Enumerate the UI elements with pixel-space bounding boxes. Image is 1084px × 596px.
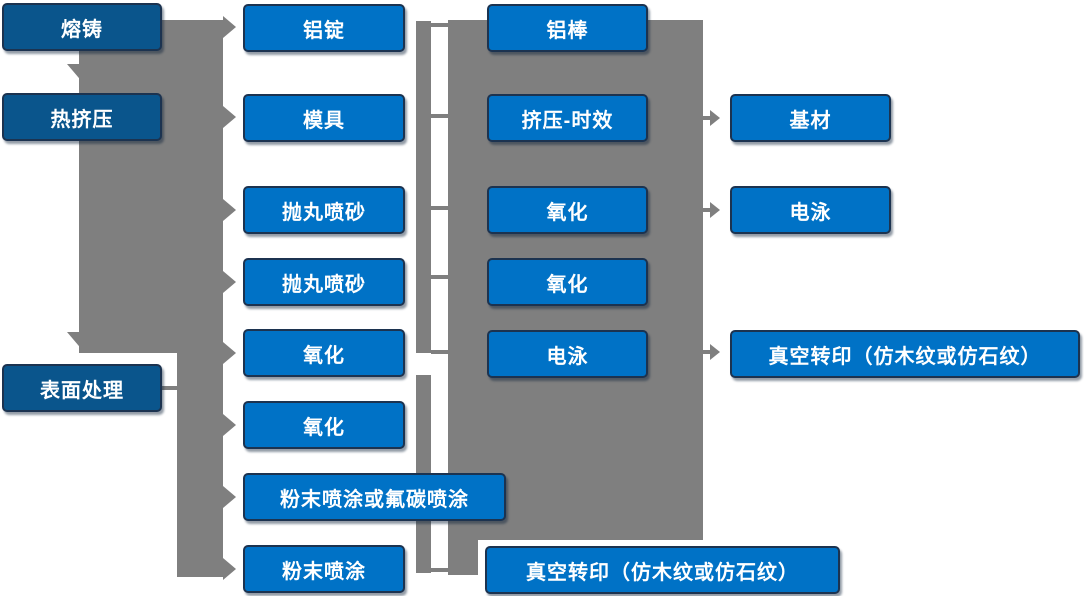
- arrow-shaft-to-jicai: [701, 116, 711, 120]
- arrow-to-muju-icon: [223, 106, 236, 128]
- tie-line-yanghua1: [431, 206, 449, 210]
- node-fenmo-futan: 粉末喷涂或氟碳喷涂: [243, 473, 506, 521]
- tie-line-lubang: [416, 23, 449, 27]
- arrow-to-yanghua-c2-2-icon: [223, 414, 236, 436]
- node-biaomianchuli: 表面处理: [2, 364, 162, 412]
- arrow-to-zhenkong-right-icon: [710, 344, 720, 360]
- node-rejiya: 热挤压: [2, 93, 162, 141]
- surface-treatment-stub-line: [162, 386, 178, 390]
- node-yanghua-c2-2: 氧化: [243, 401, 405, 449]
- node-yanghua-c3-2: 氧化: [487, 258, 648, 306]
- node-dianyong-c4: 电泳: [730, 186, 891, 234]
- arrow-to-fenmo-icon: [223, 558, 236, 580]
- node-jicai: 基材: [730, 94, 891, 142]
- node-muju: 模具: [243, 94, 405, 142]
- node-rongzhu: 熔铸: [2, 3, 162, 51]
- arrow-to-dianyong-c4-icon: [710, 202, 720, 218]
- arrow-shaft-to-zhenkong-right: [701, 350, 711, 354]
- tie-line-zhenkong-bottom: [431, 568, 449, 572]
- node-paowan1: 抛丸喷砂: [243, 186, 405, 234]
- left-connector-band: [79, 20, 223, 353]
- node-fenmo: 粉末喷涂: [243, 545, 405, 593]
- tie-line-dianyong: [431, 350, 449, 354]
- node-yanghua-c3-1: 氧化: [487, 186, 648, 234]
- arrow-to-fenmo-futan-icon: [223, 486, 236, 508]
- arrow-down-to-rejiya-icon: [67, 64, 101, 84]
- node-paowan2: 抛丸喷砂: [243, 258, 405, 306]
- arrow-to-luding-icon: [223, 16, 236, 38]
- tie-line-jiya: [431, 114, 449, 118]
- tie-line-yanghua2: [431, 275, 449, 279]
- node-yanghua-c2-1: 氧化: [243, 329, 405, 377]
- arrow-shaft-to-dianyong-c4: [701, 208, 711, 212]
- node-luding: 铝锭: [243, 4, 405, 52]
- mid-connector-bar-upper: [416, 21, 431, 353]
- left-lower-connector-bar: [177, 353, 223, 577]
- arrow-to-paowan2-icon: [223, 271, 236, 293]
- node-dianyong-c3: 电泳: [487, 330, 648, 378]
- arrow-down-to-biaomianchuli-icon: [67, 332, 101, 352]
- arrow-to-paowan1-icon: [223, 199, 236, 221]
- node-jiya-shixiao: 挤压-时效: [487, 94, 648, 142]
- right-connector-band-tail: [448, 540, 478, 575]
- node-lubang: 铝棒: [487, 4, 648, 52]
- node-zhenkong-bottom: 真空转印（仿木纹或仿石纹）: [485, 546, 840, 594]
- arrow-to-yanghua-c2-1-icon: [223, 342, 236, 364]
- node-zhenkong-right: 真空转印（仿木纹或仿石纹）: [730, 330, 1080, 378]
- arrow-to-jicai-icon: [710, 110, 720, 126]
